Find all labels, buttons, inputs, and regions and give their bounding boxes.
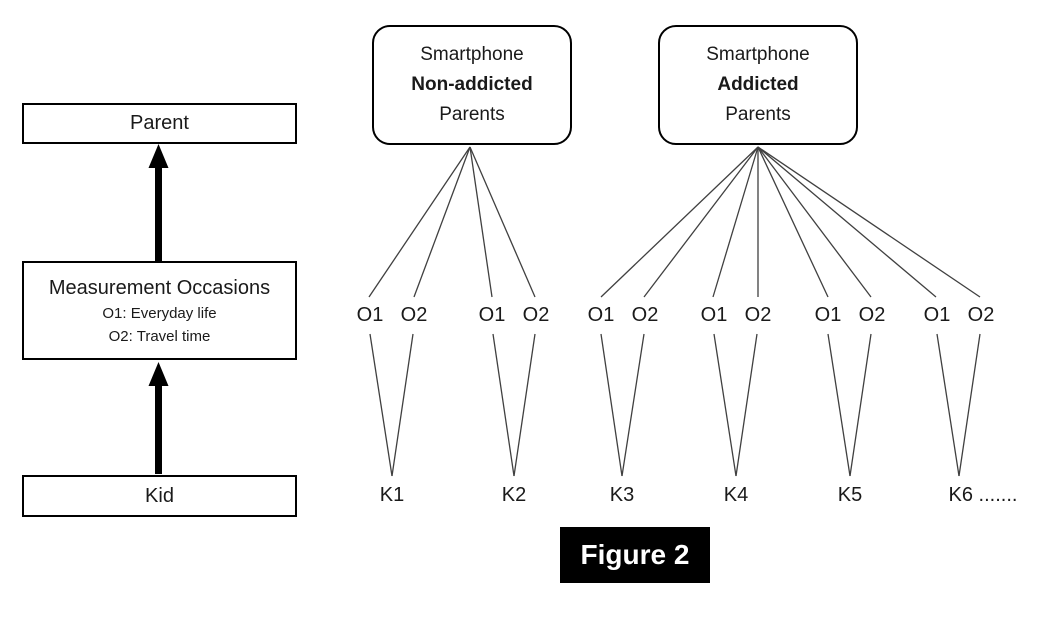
occasion-label-k4-o1: O1: [700, 304, 728, 326]
addicted-fan-lines: [600, 146, 981, 298]
kid-label-k2: K2: [501, 484, 527, 506]
kid-label-k5: K5: [837, 484, 863, 506]
kid-box: Kid: [22, 475, 297, 517]
kid-label-k1: K1: [379, 484, 405, 506]
kid-label-k4: K4: [723, 484, 749, 506]
figure-caption-text: Figure 2: [580, 539, 690, 570]
figure-caption-box: Figure 2: [560, 527, 710, 583]
kid-label-k6: K6 .......: [948, 484, 1018, 506]
non-addicted-fan-lines: [368, 146, 536, 298]
occasion-label-k1-o2: O2: [400, 304, 428, 326]
parent-box: Parent: [22, 103, 297, 144]
parent-box-label: Parent: [130, 112, 189, 134]
non-addicted-line2: Non-addicted: [411, 74, 533, 95]
measurement-o2-description: O2: Travel time: [108, 327, 211, 345]
occasion-label-k4-o2: O2: [744, 304, 772, 326]
kid-label-k3: K3: [609, 484, 635, 506]
arrow-measurement-to-parent: [148, 144, 169, 262]
occasion-label-k3-o1: O1: [587, 304, 615, 326]
addicted-line3: Parents: [725, 104, 791, 125]
occasion-label-k6-o1: O1: [923, 304, 951, 326]
non-addicted-line1: Smartphone: [420, 44, 524, 65]
addicted-line2: Addicted: [717, 74, 799, 95]
occasion-label-k2-o1: O1: [478, 304, 506, 326]
occasion-label-k1-o1: O1: [356, 304, 384, 326]
non-addicted-parents-box: Smartphone Non-addicted Parents: [372, 25, 572, 145]
occasion-to-kid-lines: [369, 333, 981, 477]
addicted-parents-box: Smartphone Addicted Parents: [658, 25, 858, 145]
kid-box-label: Kid: [145, 484, 174, 507]
measurement-o1-description: O1: Everyday life: [102, 304, 217, 322]
occasion-label-k3-o2: O2: [631, 304, 659, 326]
non-addicted-line3: Parents: [439, 104, 505, 125]
measurement-occasions-title: Measurement Occasions: [48, 276, 271, 299]
occasion-label-k6-o2: O2: [967, 304, 995, 326]
occasion-label-k5-o2: O2: [858, 304, 886, 326]
occasion-label-k5-o1: O1: [814, 304, 842, 326]
measurement-occasions-box: Measurement Occasions O1: Everyday life …: [22, 261, 297, 360]
arrow-kid-to-measurement: [148, 362, 169, 474]
addicted-line1: Smartphone: [706, 44, 810, 65]
occasion-label-k2-o2: O2: [522, 304, 550, 326]
